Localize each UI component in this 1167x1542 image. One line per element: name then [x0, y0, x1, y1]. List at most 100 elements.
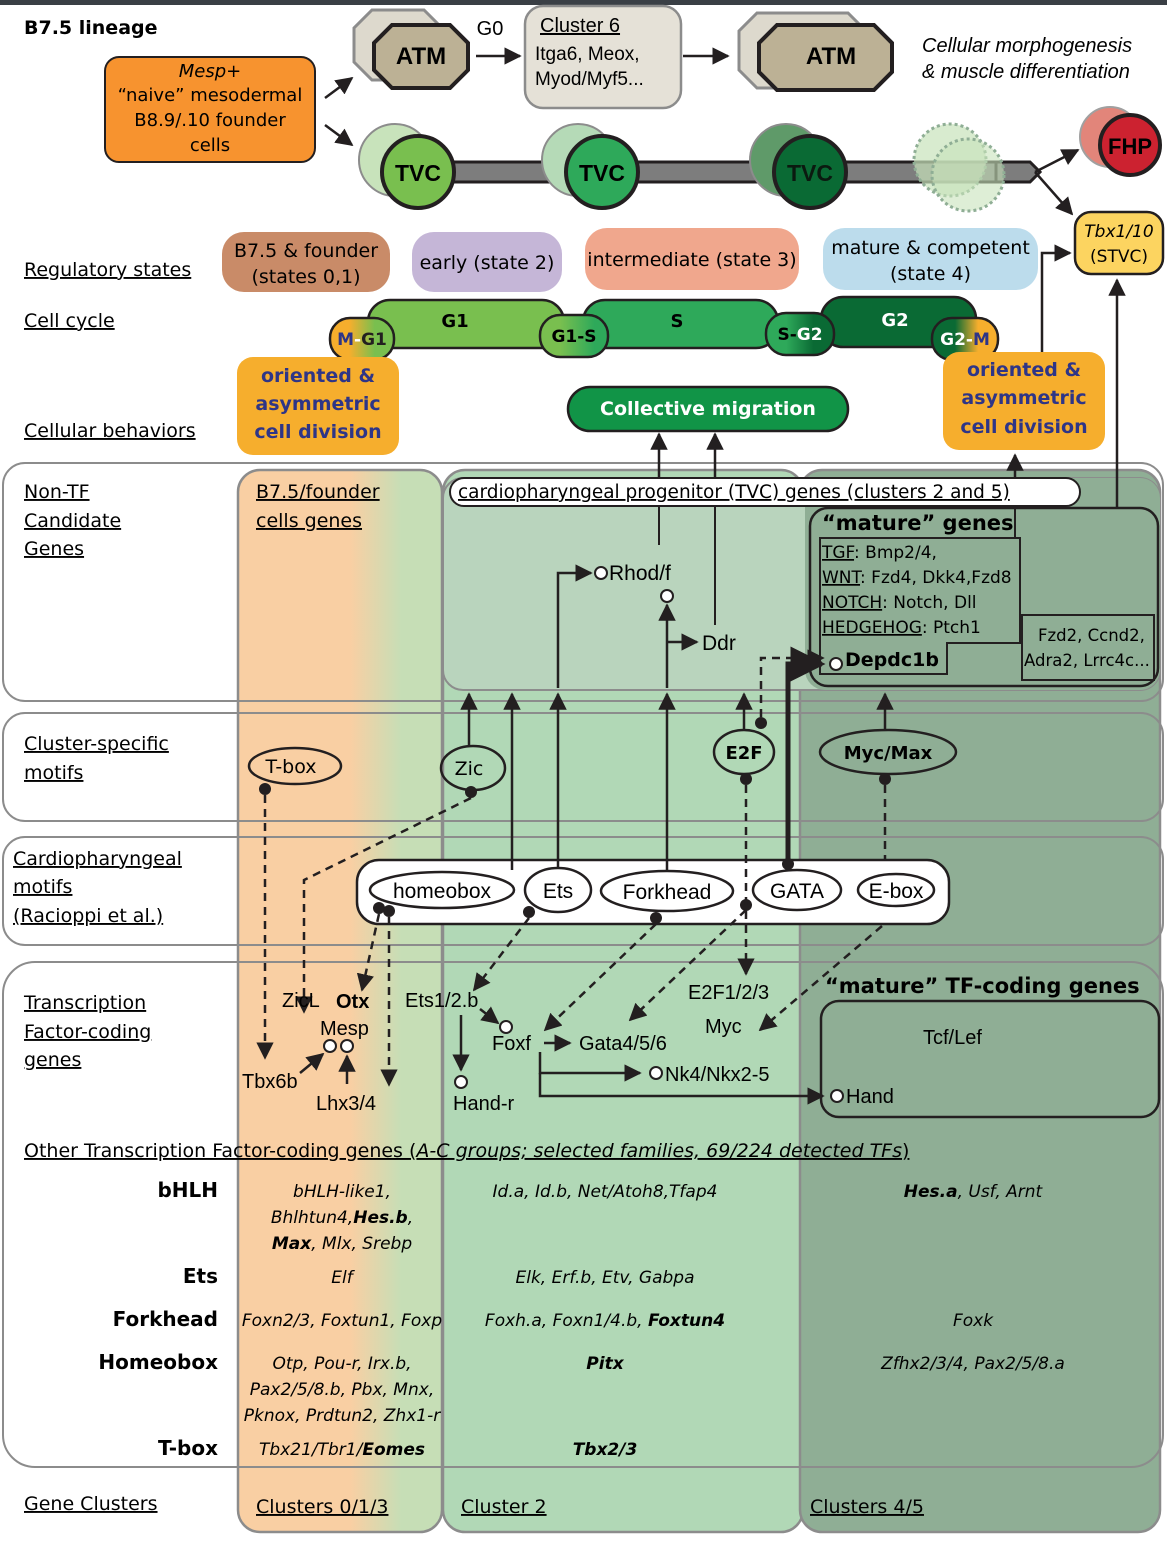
- svg-text:asymmetric: asymmetric: [255, 393, 380, 415]
- svg-text:cell division: cell division: [254, 421, 381, 443]
- regulatory-states: B7.5 & founder(states 0,1)early (state 2…: [222, 228, 1038, 292]
- gene-zicl: ZicL: [282, 990, 320, 1012]
- svg-text:B8.9/.10 founder: B8.9/.10 founder: [134, 110, 286, 131]
- regulatory-state-2: intermediate (state 3): [585, 228, 799, 290]
- svg-text:“mature” genes: “mature” genes: [822, 511, 1014, 535]
- label-non-tf: Non-TF Candidate Genes: [24, 481, 121, 560]
- depdc1b-label: Depdc1b: [845, 649, 939, 671]
- label-gene-clusters: Gene Clusters: [24, 1493, 158, 1515]
- motif-ets: Ets: [523, 866, 593, 918]
- motif-homeobox: homeobox: [368, 870, 516, 917]
- mature-tf-box: [819, 999, 1161, 1119]
- rhod-label: Rhod/f: [609, 562, 671, 585]
- arrow-to-stvc: [1034, 171, 1074, 216]
- svg-text:Tbx1/10: Tbx1/10: [1084, 222, 1153, 242]
- founder-box: Mesp+ “naive” mesodermal B8.9/.10 founde…: [104, 56, 316, 163]
- gene-gata: Gata4/5/6: [579, 1033, 667, 1055]
- label-cardio-motifs: Cardiopharyngeal motifs (Racioppi et al.…: [13, 848, 182, 927]
- tf-family-name: bHLH: [157, 1178, 218, 1202]
- svg-text:G1-S: G1-S: [551, 327, 596, 347]
- tf-family-genes: Tbx21/Tbr1/Eomes: [259, 1440, 425, 1460]
- tf-family-genes: Elk, Erf.b, Etv, Gabpa: [515, 1268, 694, 1288]
- svg-text:G2-M: G2-M: [940, 330, 990, 350]
- other-tf-table: bHLH bHLH-like1, Bhlhtun4,Hes.b, Max, Mlx, …: [98, 1178, 1064, 1460]
- cluster6-box: Cluster 6 Itga6, Meox, Myod/Myf5...: [523, 4, 683, 110]
- svg-text:G2: G2: [881, 310, 908, 331]
- other-tf-title: Other Transcription Factor-coding genes …: [24, 1140, 909, 1162]
- stvc-box: Tbx1/10 (STVC): [1073, 210, 1165, 276]
- g0-label: G0: [477, 18, 504, 40]
- svg-text:Genes: Genes: [24, 538, 84, 560]
- gene-handr: Hand-r: [453, 1093, 514, 1115]
- svg-text:“naive” mesodermal: “naive” mesodermal: [118, 85, 303, 106]
- svg-text:Candidate: Candidate: [24, 510, 121, 532]
- gene-tbx6b: Tbx6b: [242, 1071, 298, 1093]
- svg-text:S-G2: S-G2: [777, 325, 822, 345]
- edge-gata-depdc1b: [785, 646, 826, 864]
- svg-text:G1: G1: [441, 311, 468, 332]
- division-box-left: oriented & asymmetric cell division: [237, 357, 399, 455]
- tf-family-genes: Elf: [331, 1268, 355, 1288]
- svg-text:oriented &: oriented &: [967, 359, 1081, 381]
- gene-cluster-0: Clusters 0/1/3: [256, 1496, 388, 1518]
- tf-family-genes: Bhlhtun4,Hes.b,: [271, 1208, 413, 1228]
- gene-otx: Otx: [336, 991, 369, 1013]
- transition-s-g2: [764, 311, 836, 357]
- atm-cell-2: ATM: [737, 11, 894, 92]
- svg-text:Collective migration: Collective migration: [600, 398, 816, 420]
- gene-mesp: Mesp: [320, 1018, 369, 1040]
- svg-text:(states 0,1): (states 0,1): [251, 266, 360, 288]
- svg-text:T-box: T-box: [264, 756, 316, 778]
- motif-tbox: T-box: [247, 746, 343, 795]
- gene-hand: Hand: [846, 1086, 894, 1108]
- svg-text:Cluster 6: Cluster 6: [540, 15, 620, 37]
- tf-family-genes: bHLH-like1,: [293, 1182, 391, 1202]
- cardio-motifs-box: [355, 858, 951, 926]
- svg-text:intermediate (state 3): intermediate (state 3): [587, 249, 796, 271]
- mature-gene-line: TGF: Bmp2/4,: [821, 543, 937, 563]
- mature-gene-line: HEDGEHOG: Ptch1: [822, 618, 981, 638]
- svg-text:Fzd2, Ccnd2,: Fzd2, Ccnd2,: [1038, 626, 1145, 645]
- edge-ets-rhod: [556, 564, 593, 688]
- svg-text:TVC: TVC: [579, 160, 625, 186]
- tvc-genes-label: cardiopharyngeal progenitor (TVC) genes …: [458, 482, 1010, 503]
- motif-zic: Zic: [439, 744, 507, 798]
- tf-family-genes: Tbx2/3: [573, 1440, 638, 1460]
- row-bands: [2, 462, 1164, 1468]
- dashed-edges: [256, 785, 887, 1087]
- svg-text:ATM: ATM: [396, 43, 446, 70]
- svg-text:Myod/Myf5...: Myod/Myf5...: [535, 69, 644, 90]
- tf-family-genes: Otp, Pou-r, Irx.b,: [272, 1354, 411, 1374]
- band-tf-genes: [2, 961, 1164, 1468]
- mature-tf-title: “mature” TF-coding genes: [825, 974, 1140, 998]
- svg-text:asymmetric: asymmetric: [961, 387, 1086, 409]
- svg-text:motifs: motifs: [13, 876, 72, 898]
- tf-family-genes: Max, Mlx, Srebp: [272, 1234, 412, 1254]
- tvc-track: TVC TVC TVC: [358, 122, 1043, 213]
- motif-ebox: E-box: [856, 872, 936, 908]
- svg-text:Mesp+: Mesp+: [179, 61, 242, 82]
- svg-text:Adra2, Lrrc4c...: Adra2, Lrrc4c...: [1024, 651, 1150, 670]
- tvc-genes-label-pill: [449, 477, 1081, 507]
- gene-nk4: Nk4/Nkx2-5: [665, 1064, 769, 1086]
- svg-text:(state 4): (state 4): [890, 263, 971, 285]
- band-cluster-motifs: [2, 712, 1164, 822]
- gene-tcf: Tcf/Lef: [923, 1027, 982, 1049]
- gene-ets12b: Ets1/2.b: [405, 990, 478, 1012]
- tf-family-genes: Zfhx2/3/4, Pax2/5/8.a: [880, 1354, 1065, 1374]
- cell-cycle: G1 S G2 M-G1 G1-S S-G2 G2-M: [328, 295, 1000, 362]
- tf-family-genes: Pknox, Prdtun2, Zhx1-r: [244, 1406, 441, 1426]
- rhod-node: [594, 566, 608, 580]
- tf-genes: ZicL Otx Mesp Tbx6b Lhx3/4 Ets1/2.b Hand…: [242, 974, 1161, 1119]
- label-cluster-motifs: Cluster-specific motifs: [24, 733, 169, 784]
- svg-text:TVC: TVC: [787, 160, 833, 186]
- fhp-cell: FHP: [1079, 106, 1162, 177]
- tf-family-genes: Foxh.a, Foxn1/4.b, Foxtun4: [485, 1311, 725, 1331]
- svg-text:early (state 2): early (state 2): [420, 252, 555, 274]
